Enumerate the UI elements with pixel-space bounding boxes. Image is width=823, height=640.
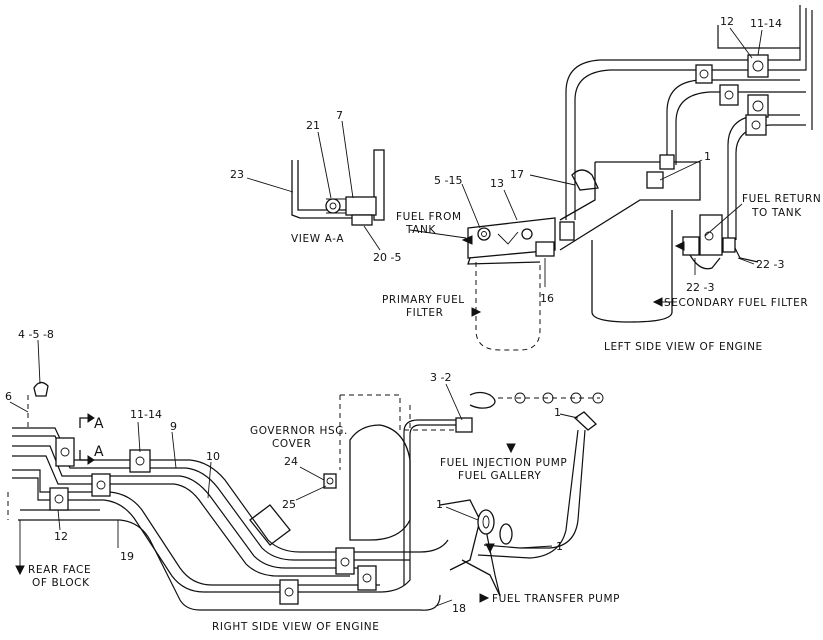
secondary-fuel-filter: [591, 210, 673, 323]
fittings-top: [535, 154, 759, 270]
view-aa-caption: VIEW A-A: [291, 233, 344, 245]
rear-face-caption-1: REAR FACE: [28, 564, 91, 576]
left-view-leaders: [409, 159, 755, 287]
fuel-lines-bottom: [12, 419, 586, 611]
callout-1-top: 1: [704, 150, 711, 163]
right-view-leaders: [9, 339, 579, 607]
tube-clips-top: [695, 54, 769, 136]
left-side-view-caption: LEFT SIDE VIEW OF ENGINE: [604, 341, 763, 353]
view-aa-leaders: [246, 120, 381, 251]
view-aa-detail: [291, 149, 385, 226]
callout-9: 9: [170, 420, 177, 433]
governor-caption-1: GOVERNOR HSG.: [250, 425, 348, 437]
callout-22-3-b: 22 -3: [756, 258, 784, 271]
callout-10: 10: [206, 450, 220, 463]
callout-1-gallery: 1: [554, 406, 561, 419]
fuel-from-tank-caption-2: TANK: [405, 224, 436, 236]
callout-11-14-left: 11-14: [130, 408, 162, 421]
callout-1-right: 1: [556, 540, 563, 553]
callout-22-3-a: 22 -3: [686, 281, 714, 294]
callout-13: 13: [490, 177, 504, 190]
fuel-return-caption-2: TO TANK: [751, 207, 802, 219]
section-a-lower: A: [94, 444, 104, 460]
callout-20-5: 20 -5: [373, 251, 401, 264]
callout-24: 24: [284, 455, 298, 468]
callout-5-15: 5 -15: [434, 174, 462, 187]
callout-25: 25: [282, 498, 296, 511]
primary-filter-caption-2: FILTER: [406, 307, 443, 319]
section-marks-a: [79, 413, 95, 465]
callout-3-2: 3 -2: [430, 371, 451, 384]
injection-pump-caption-2: FUEL GALLERY: [458, 470, 541, 482]
injection-pump-caption-1: FUEL INJECTION PUMP: [440, 457, 567, 469]
secondary-filter-caption: SECONDARY FUEL FILTER: [664, 297, 808, 309]
top-leaders: [729, 27, 763, 59]
callout-23: 23: [230, 168, 244, 181]
callout-11-14-top: 11-14: [750, 17, 782, 30]
callout-12-left: 12: [54, 530, 68, 543]
fittings-bottom: [33, 381, 597, 605]
right-side-view-caption: RIGHT SIDE VIEW OF ENGINE: [212, 621, 379, 633]
callout-21: 21: [306, 119, 320, 132]
rear-face-caption-2: OF BLOCK: [32, 577, 90, 589]
callout-12-top: 12: [720, 15, 734, 28]
flow-arrows-top: [461, 235, 685, 317]
callout-17: 17: [510, 168, 524, 181]
transfer-pump-caption: FUEL TRANSFER PUMP: [492, 593, 620, 605]
section-a-upper: A: [94, 416, 104, 432]
governor-caption-2: COVER: [272, 438, 312, 450]
callout-18: 18: [452, 602, 466, 615]
fuel-from-tank-caption-1: FUEL FROM: [396, 211, 462, 223]
callout-6: 6: [5, 390, 12, 403]
callout-19: 19: [120, 550, 134, 563]
flow-arrows-bottom: [15, 443, 516, 603]
primary-filter-caption-1: PRIMARY FUEL: [382, 294, 465, 306]
callout-7: 7: [336, 109, 343, 122]
fuel-return-caption-1: FUEL RETURN: [742, 193, 821, 205]
callout-4-5-8: 4 -5 -8: [18, 328, 54, 341]
callout-1-transfer: 1: [436, 498, 443, 511]
callout-16: 16: [540, 292, 554, 305]
filter-base-13: [467, 161, 701, 265]
primary-fuel-filter: [475, 262, 541, 351]
